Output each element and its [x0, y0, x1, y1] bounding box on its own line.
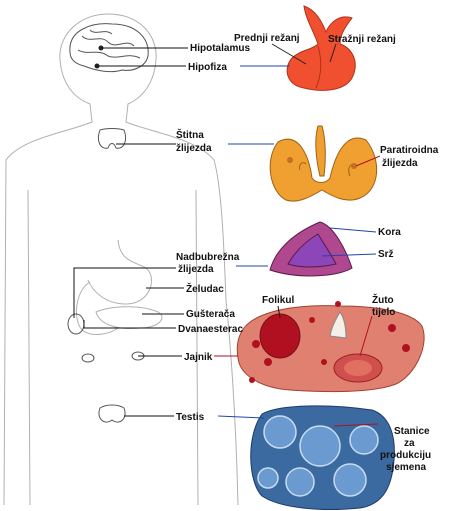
label-srz: Srž [378, 249, 394, 260]
label-zuto-line1: Žuto [372, 293, 394, 306]
testis-illustration [250, 405, 395, 510]
head-outline [59, 13, 239, 506]
stomach-outline [87, 239, 152, 305]
label-zeludac: Želudac [186, 282, 224, 295]
label-paratiroidna-line2: žlijezda [382, 158, 418, 169]
right-arm-outline [195, 189, 199, 506]
label-hipofiza: Hipofiza [188, 62, 227, 73]
label-kora: Kora [378, 227, 401, 238]
left-arm-outline [27, 189, 31, 506]
label-stanice-line4: sjemena [386, 462, 426, 473]
left-body-outline [3, 59, 93, 506]
label-nadbubrezna-line1: Nadbubrežna [176, 252, 240, 263]
line-straznji [329, 43, 337, 63]
ovary-illustration [236, 301, 425, 393]
line-dvanaesterac [83, 320, 176, 329]
line-srz [321, 253, 377, 257]
testis-body-icon [98, 404, 126, 423]
pituitary-illustration [286, 5, 356, 91]
thyroid-body-icon [97, 128, 127, 149]
label-stitna-line2: žlijezda [176, 143, 212, 154]
adrenal-illustration [269, 221, 353, 277]
label-hipotalamus: Hipotalamus [190, 43, 250, 54]
line-paratiroidna [355, 155, 381, 167]
label-dvanaesterac: Dvanaesterac [178, 324, 243, 335]
label-nadbubrezna-line2: žlijezda [178, 264, 214, 275]
line-prednji [271, 43, 307, 65]
line-kora [329, 227, 377, 233]
label-prednji-rezanj: Prednji režanj [234, 33, 300, 44]
adrenal-body-icon [67, 313, 85, 335]
label-stanice-line3: produkciju [380, 450, 431, 461]
pointer-lines [73, 43, 381, 427]
label-stitna-line1: Štitna [176, 128, 204, 141]
line-stanice [333, 423, 379, 427]
line-zuto [359, 315, 373, 357]
label-paratiroidna-line1: Paratiroidna [380, 145, 439, 156]
line-nadbubrezna-bracket [73, 267, 176, 318]
line-testis-pointer [217, 415, 265, 419]
label-gusteraca: Gušterača [186, 309, 235, 320]
label-stanice-line2: za [404, 438, 415, 449]
line-folikul [277, 305, 281, 319]
pancreas-outline [95, 306, 163, 329]
label-straznji-rezanj: Stražnji režanj [328, 34, 396, 45]
ovary-left-body-icon [81, 353, 95, 363]
label-jajnik: Jajnik [184, 352, 213, 363]
label-testis: Testis [176, 412, 205, 423]
label-stanice-line1: Stanice [394, 426, 430, 437]
labels: Hipotalamus Hipofiza Prednji režanj Stra… [176, 33, 439, 473]
label-folikul: Folikul [262, 295, 294, 306]
label-zuto-line2: tijelo [372, 307, 395, 318]
thyroid-illustration [269, 125, 378, 202]
